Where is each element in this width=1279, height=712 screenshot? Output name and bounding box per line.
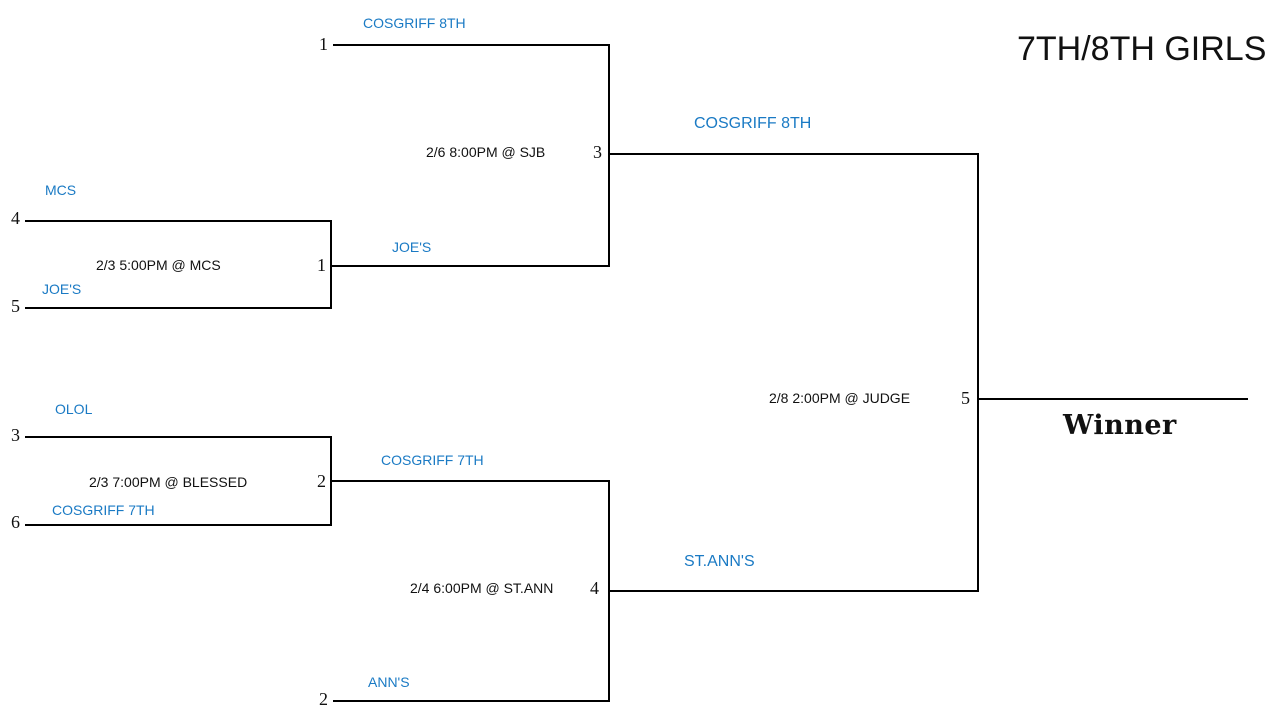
bracket-line-g2-winner (331, 480, 610, 482)
team-g3-winner: COSGRIFF 8TH (694, 115, 812, 132)
bracket-line-seed2 (333, 700, 610, 702)
seed-number-2: 2 (319, 689, 328, 709)
team-seed1: COSGRIFF 8TH (363, 15, 466, 31)
bracket-connector-g5 (977, 153, 979, 592)
bracket-line-g1-winner (331, 265, 610, 267)
bracket-line-g4-winner (609, 590, 979, 592)
winner-label: Winner (1063, 410, 1177, 441)
schedule-game-4: 2/4 6:00PM @ ST.ANN (410, 580, 554, 596)
bracket-title: 7TH/8TH GIRLS (1017, 30, 1267, 68)
schedule-game-1: 2/3 5:00PM @ MCS (96, 257, 221, 273)
team-seed2: ANN'S (368, 674, 410, 690)
game-number-3: 3 (593, 142, 602, 162)
bracket-connector-g2 (330, 436, 332, 526)
team-seed5: JOE'S (42, 281, 82, 297)
game-number-1: 1 (317, 255, 326, 275)
team-seed6: COSGRIFF 7TH (52, 502, 155, 518)
schedule-game-5: 2/8 2:00PM @ JUDGE (769, 390, 911, 406)
bracket-line-seed4 (25, 220, 332, 222)
bracket-line-seed6 (25, 524, 332, 526)
seed-number-5: 5 (11, 296, 20, 316)
team-g4-winner: ST.ANN'S (684, 553, 755, 570)
schedule-game-3: 2/6 8:00PM @ SJB (426, 144, 546, 160)
bracket-connector-g3 (608, 44, 610, 266)
seed-number-3: 3 (11, 425, 20, 445)
team-g1-winner: JOE'S (392, 239, 432, 255)
bracket-line-seed5 (25, 307, 332, 309)
schedule-game-2: 2/3 7:00PM @ BLESSED (89, 474, 248, 490)
seed-number-1: 1 (319, 34, 328, 54)
game-number-2: 2 (317, 471, 326, 491)
bracket-line-seed1 (333, 44, 610, 46)
game-number-5: 5 (961, 388, 970, 408)
bracket-line-g3-winner (609, 153, 979, 155)
team-seed4: MCS (45, 182, 77, 198)
bracket-line-champion (978, 398, 1248, 400)
seed-number-4: 4 (11, 208, 20, 228)
bracket-connector-g4 (608, 480, 610, 702)
team-seed3: OLOL (55, 401, 93, 417)
bracket-line-seed3 (25, 436, 332, 438)
seed-number-6: 6 (11, 512, 20, 532)
bracket-connector-g1 (330, 220, 332, 309)
game-number-4: 4 (590, 578, 599, 598)
team-g2-winner: COSGRIFF 7TH (381, 452, 484, 468)
